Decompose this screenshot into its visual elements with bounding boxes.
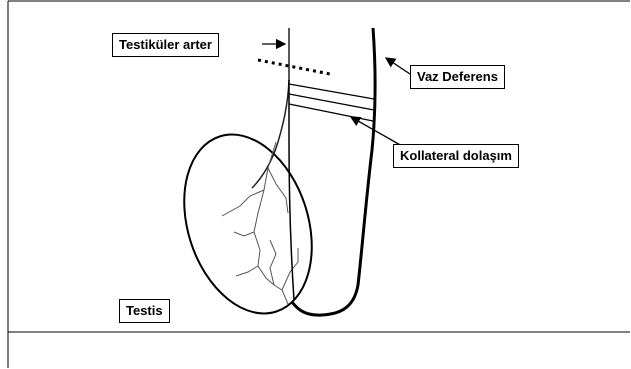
vas-deferens	[292, 28, 375, 315]
vas-pointer	[386, 58, 410, 74]
testis-shape	[163, 118, 334, 330]
cord-left-line	[289, 80, 294, 300]
collateral-pointer	[351, 117, 402, 146]
ligation-dotted-line	[258, 60, 330, 74]
label-vas-deferens: Vaz Deferens	[410, 65, 505, 89]
label-collateral: Kollateral dolaşım	[393, 144, 519, 168]
collateral-lines	[289, 84, 374, 121]
testis-vessels	[222, 142, 298, 304]
label-testis: Testis	[119, 299, 170, 323]
label-testicular-artery: Testiküler arter	[112, 33, 219, 57]
